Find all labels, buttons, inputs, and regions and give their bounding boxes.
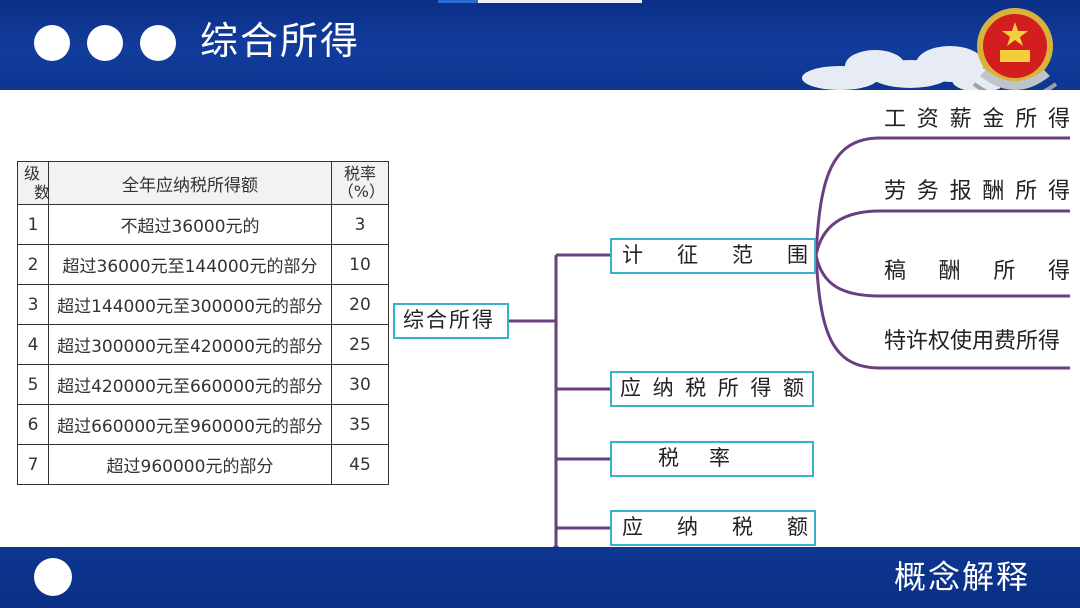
cell-range: 超过660000元至960000元的部分 bbox=[48, 404, 332, 445]
income-char: 所 bbox=[1015, 179, 1038, 204]
cell-level: 6 bbox=[17, 404, 49, 445]
node-taxable-char: 纳 bbox=[652, 376, 674, 400]
income-char: 务 bbox=[916, 179, 939, 204]
top-progress-strip bbox=[438, 0, 642, 3]
cell-level: 1 bbox=[17, 204, 49, 245]
node-taxable-char: 得 bbox=[750, 376, 772, 400]
cell-rate: 3 bbox=[331, 204, 389, 245]
bullet-dot-1 bbox=[34, 25, 70, 61]
bullet-dot-3 bbox=[140, 25, 176, 61]
table-header-row: 级 数 全年应纳税所得额 税率 （%） bbox=[17, 161, 389, 205]
header-level-line1: 级 bbox=[24, 164, 41, 183]
node-scope-char: 征 bbox=[677, 243, 698, 267]
cloud-icon bbox=[802, 46, 1000, 90]
node-scope-char: 计 bbox=[622, 243, 643, 267]
header-rate-line1: 税率 bbox=[343, 164, 376, 183]
footer-banner: 概念解释 bbox=[0, 547, 1080, 608]
income-char: 所 bbox=[1015, 107, 1038, 132]
cell-rate: 45 bbox=[331, 444, 389, 485]
table-row: 6 超过660000元至960000元的部分 35 bbox=[17, 404, 389, 445]
income-char: 稿 bbox=[884, 259, 907, 284]
node-scope: 计 征 范 围 bbox=[610, 238, 816, 274]
cell-range: 超过420000元至660000元的部分 bbox=[48, 364, 332, 405]
footer-title: 概念解释 bbox=[893, 558, 1030, 596]
income-labor-remuneration: 劳 务 报 酬 所 得 bbox=[884, 177, 1070, 207]
header-banner: 综合所得 bbox=[0, 0, 1080, 90]
cell-level: 5 bbox=[17, 364, 49, 405]
node-rate-char: 税 bbox=[658, 446, 679, 470]
income-char: 得 bbox=[1047, 259, 1070, 284]
income-wages: 工 资 薪 金 所 得 bbox=[884, 105, 1070, 135]
cell-rate: 30 bbox=[331, 364, 389, 405]
cell-level: 4 bbox=[17, 324, 49, 365]
income-author-remuneration: 稿 酬 所 得 bbox=[884, 257, 1070, 287]
header-level: 级 数 bbox=[17, 161, 51, 205]
header-rate: 税率 （%） bbox=[331, 161, 389, 205]
income-char: 金 bbox=[982, 107, 1005, 132]
income-char: 酬 bbox=[982, 179, 1005, 204]
cell-rate: 20 bbox=[331, 284, 389, 325]
tax-rate-table: 级 数 全年应纳税所得额 税率 （%） 1 不超过36000元的 3 2 超过3… bbox=[17, 161, 389, 485]
cell-range: 超过144000元至300000元的部分 bbox=[48, 284, 332, 325]
node-taxable-char: 所 bbox=[717, 376, 739, 400]
node-taxable-income: 应 纳 税 所 得 额 bbox=[610, 371, 814, 407]
cell-level: 3 bbox=[17, 284, 49, 325]
node-taxable-char: 额 bbox=[782, 376, 804, 400]
cell-range: 超过960000元的部分 bbox=[48, 444, 332, 485]
node-taxable-char: 税 bbox=[685, 376, 707, 400]
table-row: 3 超过144000元至300000元的部分 20 bbox=[17, 284, 389, 325]
node-amount-char: 应 bbox=[622, 515, 643, 539]
node-tax-amount: 应 纳 税 额 bbox=[610, 510, 816, 546]
cell-level: 2 bbox=[17, 244, 49, 285]
income-char: 得 bbox=[1047, 107, 1070, 132]
node-amount-char: 额 bbox=[787, 515, 808, 539]
table-row: 1 不超过36000元的 3 bbox=[17, 204, 389, 245]
income-char: 工 bbox=[884, 107, 907, 132]
node-rate-char: 率 bbox=[709, 446, 730, 470]
node-amount-char: 纳 bbox=[677, 515, 698, 539]
cell-level: 7 bbox=[17, 444, 49, 485]
income-char: 报 bbox=[949, 179, 972, 204]
node-taxable-char: 应 bbox=[620, 376, 641, 400]
node-tax-rate: 税 率 bbox=[610, 441, 814, 477]
node-scope-char: 围 bbox=[787, 243, 808, 267]
income-char: 得 bbox=[1047, 179, 1070, 204]
income-label: 特许权使用费所得 bbox=[884, 329, 1061, 354]
income-char: 劳 bbox=[884, 179, 907, 204]
cell-rate: 25 bbox=[331, 324, 389, 365]
header-level-line2: 数 bbox=[34, 183, 51, 202]
cell-range: 超过300000元至420000元的部分 bbox=[48, 324, 332, 365]
mindmap-root-node: 综合所得 bbox=[393, 303, 509, 339]
node-amount-char: 税 bbox=[732, 515, 753, 539]
node-scope-char: 范 bbox=[732, 243, 753, 267]
cell-range: 不超过36000元的 bbox=[48, 204, 332, 245]
table-row: 2 超过36000元至144000元的部分 10 bbox=[17, 244, 389, 285]
page-title: 综合所得 bbox=[200, 19, 361, 63]
cell-rate: 35 bbox=[331, 404, 389, 445]
income-char: 薪 bbox=[949, 107, 972, 132]
income-royalties: 特许权使用费所得 bbox=[884, 327, 1070, 357]
income-char: 酬 bbox=[938, 259, 961, 284]
bullet-dot-2 bbox=[87, 25, 123, 61]
income-char: 所 bbox=[993, 259, 1016, 284]
header-range: 全年应纳税所得额 bbox=[48, 161, 332, 205]
cell-range: 超过36000元至144000元的部分 bbox=[48, 244, 332, 285]
header-rate-line2: （%） bbox=[337, 182, 385, 201]
footer-bullet-dot bbox=[34, 558, 72, 596]
table-row: 4 超过300000元至420000元的部分 25 bbox=[17, 324, 389, 365]
table-row: 5 超过420000元至660000元的部分 30 bbox=[17, 364, 389, 405]
income-char: 资 bbox=[916, 107, 939, 132]
tax-emblem-icon bbox=[972, 8, 1058, 90]
cell-rate: 10 bbox=[331, 244, 389, 285]
table-row: 7 超过960000元的部分 45 bbox=[17, 444, 389, 485]
